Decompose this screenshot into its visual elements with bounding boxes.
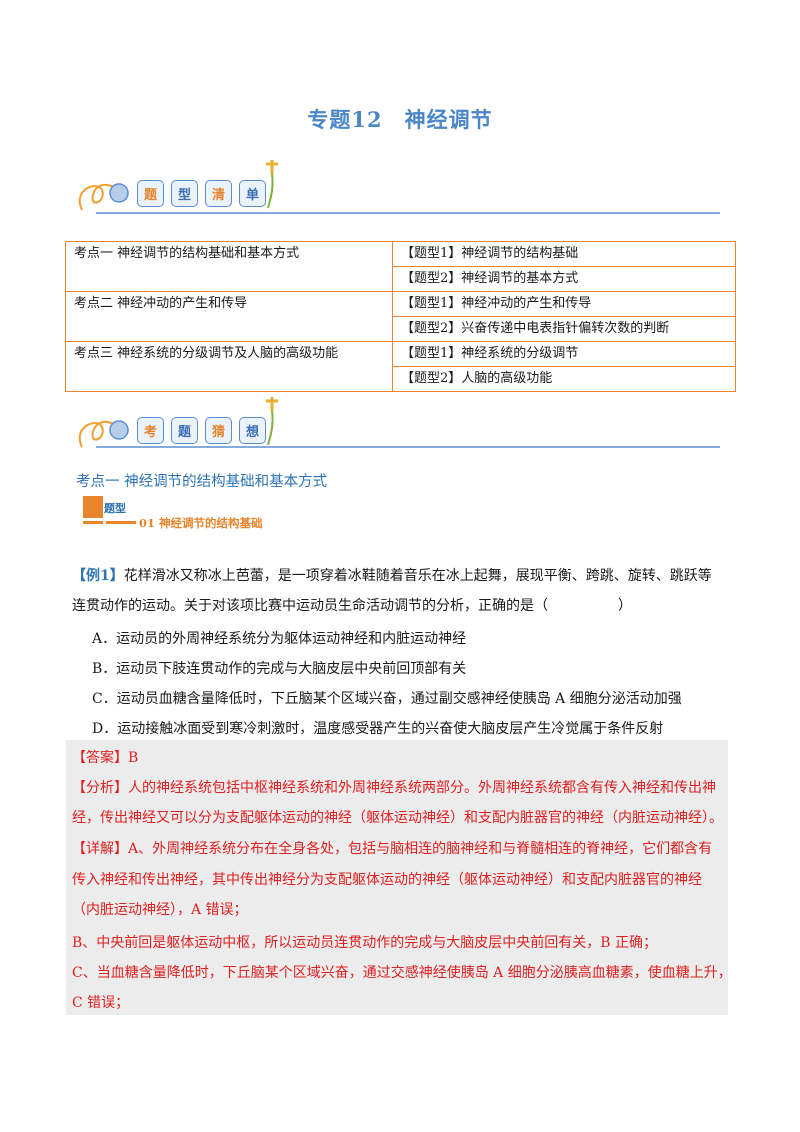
detail-line: 【详解】A、外周神经系统分布在全身各处，包括与脑相连的脑神经和与脊髓相连的脊神经… xyxy=(72,841,713,857)
section-banner-question-types: 题 型 清 单 xyxy=(72,160,722,220)
option-d: D．运动接触冰面受到寒冷刺激时，温度感受器产生的兴奋使大脑皮层产生冷觉属于条件反… xyxy=(92,721,664,737)
option-c: C．运动员血糖含量降低时，下丘脑某个区域兴奋，通过副交感神经使胰岛 A 细胞分泌… xyxy=(92,691,682,707)
banner-char: 型 xyxy=(171,180,198,207)
answer-panel xyxy=(66,740,728,1015)
topic-cell: 考点三 神经系统的分级调节及人脑的高级功能 xyxy=(65,341,393,392)
detail-line: C、当血糖含量降低时，下丘脑某个区域兴奋，通过交感神经使胰岛 A 细胞分泌胰高血… xyxy=(72,965,732,981)
badge-name: 01 神经调节的结构基础 xyxy=(139,516,263,530)
analysis-line: 经，传出神经又可以分为支配躯体运动的神经（躯体运动神经）和支配内脏器官的神经（内… xyxy=(72,810,723,826)
question-type-badge: 题型 01 神经调节的结构基础 xyxy=(83,494,303,534)
type-cell: 【题型1】神经调节的结构基础 xyxy=(392,241,736,267)
banner-char: 想 xyxy=(239,417,266,444)
option-a: A．运动员的外周神经系统分为躯体运动神经和内脏运动神经 xyxy=(92,631,467,647)
type-cell: 【题型2】兴奋传递中电表指针偏转次数的判断 xyxy=(392,316,736,342)
topic-cell: 考点一 神经调节的结构基础和基本方式 xyxy=(65,241,393,292)
detail-line: B、中央前回是躯体运动中枢，所以运动员连贯动作的完成与大脑皮层中央前回有关，B … xyxy=(72,935,658,951)
question-line: 连贯动作的运动。关于对该项比赛中运动员生命活动调节的分析，正确的是（ ） xyxy=(72,598,632,614)
badge-bar xyxy=(106,521,136,524)
answer-line: 【答案】B xyxy=(72,750,139,766)
type-cell: 【题型1】神经系统的分级调节 xyxy=(392,341,736,367)
banner-char: 清 xyxy=(205,180,232,207)
analysis-line: 【分析】人的神经系统包括中枢神经系统和外周神经系统两部分。外周神经系统都含有传入… xyxy=(72,780,716,796)
question-line: 【例1】花样滑冰又称冰上芭蕾，是一项穿着冰鞋随着音乐在冰上起舞，展现平衡、跨跳、… xyxy=(72,561,732,591)
badge-bar xyxy=(83,521,103,524)
type-cell: 【题型2】神经调节的基本方式 xyxy=(392,266,736,292)
detail-line: C 错误； xyxy=(72,995,130,1011)
banner-char: 题 xyxy=(137,180,164,207)
banner-char: 考 xyxy=(137,417,164,444)
banner-char: 猜 xyxy=(205,417,232,444)
topic-table: 考点一 神经调节的结构基础和基本方式 【题型1】神经调节的结构基础 【题型2】神… xyxy=(65,241,736,392)
section-heading: 考点一 神经调节的结构基础和基本方式 xyxy=(76,474,328,490)
badge-square xyxy=(83,496,103,518)
question-text: 花样滑冰又称冰上芭蕾，是一项穿着冰鞋随着音乐在冰上起舞，展现平衡、跨跳、旋转、跳… xyxy=(123,568,712,584)
banner-decoration-icon xyxy=(78,160,720,214)
type-cell: 【题型1】神经冲动的产生和传导 xyxy=(392,291,736,317)
banner-char: 题 xyxy=(171,417,198,444)
topic-cell: 考点二 神经冲动的产生和传导 xyxy=(65,291,393,342)
type-cell: 【题型2】人脑的高级功能 xyxy=(392,366,736,392)
option-b: B．运动员下肢连贯动作的完成与大脑皮层中央前回顶部有关 xyxy=(92,661,467,677)
page-title: 专题12 神经调节 xyxy=(307,107,493,132)
section-banner-predictions: 考 题 猜 想 xyxy=(72,397,722,457)
banner-char: 单 xyxy=(239,180,266,207)
detail-line: 传入神经和传出神经，其中传出神经分为支配躯体运动的神经（躯体运动神经）和支配内脏… xyxy=(72,872,702,888)
detail-line: （内脏运动神经），A 错误； xyxy=(72,902,248,918)
banner-decoration-icon xyxy=(78,397,720,448)
question-tag: 【例1】 xyxy=(72,568,124,584)
badge-label: 题型 xyxy=(104,502,126,515)
